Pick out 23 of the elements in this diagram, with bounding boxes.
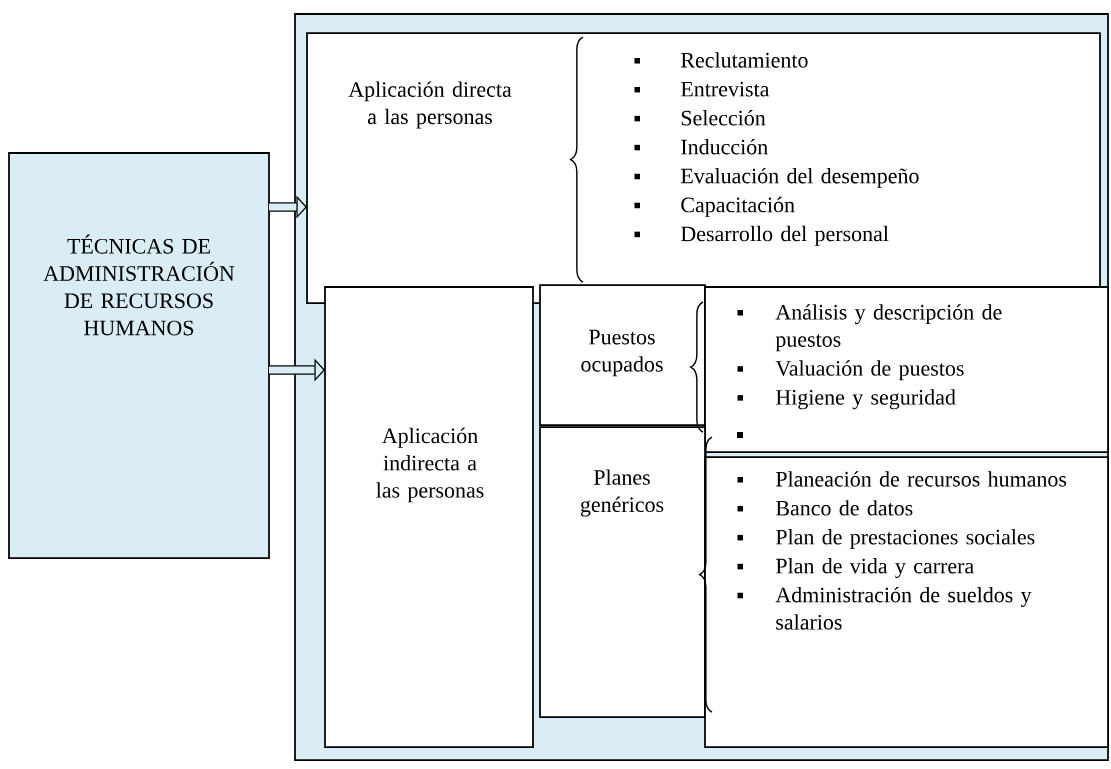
- bullet-item: Planeación de recursos humanos: [737, 471, 1067, 487]
- bullet-item: Análisis y descripción de puestos: [737, 304, 1002, 352]
- content-box: [539, 284, 706, 426]
- bullet-item: Plan de prestaciones sociales: [737, 529, 1035, 549]
- bullet-item: Inducción: [634, 139, 768, 155]
- heading-text: Aplicación indirecta a las personas: [376, 427, 484, 503]
- heading-text: TÉCNICAS DE ADMINISTRACIÓN DE RECURSOS HUMANOS: [43, 234, 235, 336]
- bullet-item: Valuación de puestos: [737, 360, 964, 381]
- heading-text: Planes genéricos: [580, 469, 664, 517]
- bullet-item: Entrevista: [634, 81, 770, 97]
- content-box: [8, 152, 270, 559]
- bullet-item: Capacitación: [634, 196, 795, 217]
- content-box: [324, 286, 534, 748]
- bullet-item: Higiene y seguridad: [737, 389, 956, 410]
- heading-text: Aplicación directa a las personas: [348, 81, 512, 129]
- bullet-item: Evaluación del desempeño: [634, 167, 919, 188]
- bullet-item: Administración de sueldos y salarios: [737, 586, 1032, 630]
- bullet-item: Plan de vida y carrera: [737, 558, 974, 578]
- heading-text: Puestos ocupados: [581, 329, 663, 377]
- bullet-item: Banco de datos: [737, 500, 913, 516]
- bullet-item: Selección: [634, 110, 766, 126]
- bullet-item: Desarrollo del personal: [634, 225, 889, 246]
- bullet-item: Reclutamiento: [634, 52, 808, 68]
